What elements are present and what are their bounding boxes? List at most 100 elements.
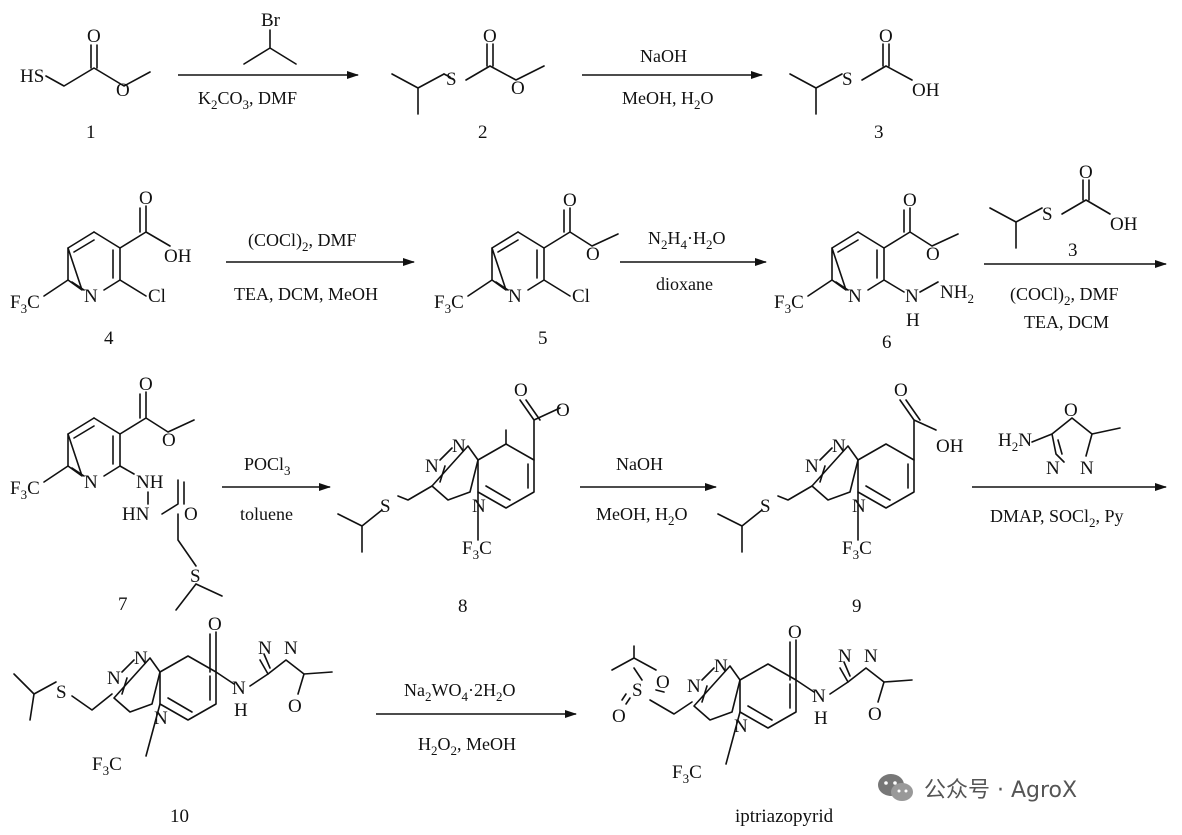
atom-o: O — [586, 244, 600, 265]
atom-o: O — [514, 380, 528, 401]
atom-o: O — [563, 190, 577, 211]
reaction-arrow-2: NaOH MeOH, H2O — [582, 46, 763, 112]
atom-o: O — [288, 696, 302, 717]
atom-o: O — [208, 614, 222, 635]
atom-o: O — [894, 380, 908, 401]
compound-iptriazopyrid: S O O N N N O N H N N O F3C iptriazopyri… — [611, 622, 913, 827]
atom-o: O — [483, 26, 497, 47]
condition-text: (COCl)2, DMF — [248, 230, 357, 254]
group-cf3: F3C — [92, 754, 122, 778]
atom-n: N — [687, 676, 701, 697]
condition-text: dioxane — [656, 274, 713, 294]
atom-s: S — [760, 496, 771, 517]
reagent-compound-3: S O OH 3 — [989, 162, 1138, 261]
reagent-label: 3 — [1068, 240, 1078, 261]
atom-o: O — [139, 188, 153, 209]
watermark: 公众号 · AgroX — [876, 768, 1077, 808]
reaction-arrow-9: Na2WO4·2H2O H2O2, MeOH — [376, 680, 577, 758]
watermark-text: 公众号 · AgroX — [924, 778, 1078, 803]
atom-n: N — [84, 472, 98, 493]
atom-o: O — [116, 80, 130, 101]
compound-5: N O O Cl F3C 5 — [434, 190, 619, 349]
reaction-arrow-3: (COCl)2, DMF TEA, DCM, MeOH — [226, 230, 415, 304]
condition-text: toluene — [240, 504, 293, 524]
atom-cl: Cl — [572, 286, 590, 307]
atom-n: N — [812, 686, 826, 707]
atom-nh: NH — [136, 472, 164, 493]
group-cf3: F3C — [10, 292, 40, 316]
atom-n: N — [134, 648, 148, 669]
atom-n: N — [508, 286, 522, 307]
compound-8: N N N O O S F3C 8 — [337, 380, 570, 617]
atom-o: O — [926, 244, 940, 265]
atom-s: S — [56, 682, 67, 703]
condition-text: K2CO3, DMF — [198, 88, 297, 112]
condition-text: MeOH, H2O — [596, 504, 688, 528]
compound-label-4: 4 — [104, 328, 114, 349]
atom-o: O — [556, 400, 570, 421]
compound-3: S O OH 3 — [789, 26, 940, 143]
atom-o: O — [139, 374, 153, 395]
compound-9: N N N O OH S F3C 9 — [717, 380, 964, 617]
compound-label-9: 9 — [852, 596, 862, 617]
condition-text: NaOH — [640, 46, 687, 66]
atom-o: O — [511, 78, 525, 99]
compound-label-6: 6 — [882, 332, 892, 353]
atom-s: S — [1042, 204, 1053, 225]
atom-n: N — [1046, 458, 1060, 479]
compound-label-1: 1 — [86, 122, 96, 143]
atom-h: H — [234, 700, 248, 721]
reaction-arrow-5: (COCl)2, DMF TEA, DCM — [984, 260, 1167, 332]
atom-n: N — [864, 646, 878, 667]
condition-text: MeOH, H2O — [622, 88, 714, 112]
atom-s: S — [842, 69, 853, 90]
reaction-arrow-4: N2H4·H2O dioxane — [620, 228, 767, 294]
compound-7: N O O NH HN O S F3C 7 — [10, 374, 223, 615]
compound-10: S N N N O N H N N O F3C 10 — [13, 614, 333, 827]
compound-label-7: 7 — [118, 594, 128, 615]
atom-s: S — [446, 69, 457, 90]
atom-o: O — [656, 672, 670, 693]
compound-label-8: 8 — [458, 596, 468, 617]
compound-label-10: 10 — [170, 806, 189, 827]
atom-br: Br — [261, 10, 281, 31]
reagent-2-bromopropane: Br — [243, 10, 297, 65]
atom-cl: Cl — [148, 286, 166, 307]
atom-o: O — [184, 504, 198, 525]
atom-o: O — [903, 190, 917, 211]
condition-text: POCl3 — [244, 454, 291, 478]
atom-o: O — [612, 706, 626, 727]
compound-label-iptriazopyrid: iptriazopyrid — [735, 806, 834, 827]
reaction-arrow-6: POCl3 toluene — [222, 454, 331, 524]
reagent-aminooxadiazole: H2N O N N — [998, 400, 1121, 479]
atom-n: N — [452, 436, 466, 457]
group-cf3: F3C — [842, 538, 872, 562]
condition-text: NaOH — [616, 454, 663, 474]
group-cf3: F3C — [462, 538, 492, 562]
group-cf3: F3C — [10, 478, 40, 502]
compound-label-3: 3 — [874, 122, 884, 143]
condition-text: H2O2, MeOH — [418, 734, 516, 758]
atom-n: N — [472, 496, 486, 517]
atom-n: N — [832, 436, 846, 457]
atom-n: N — [107, 668, 121, 689]
compound-label-5: 5 — [538, 328, 548, 349]
atom-n: N — [84, 286, 98, 307]
atom-s: S — [380, 496, 391, 517]
compound-label-2: 2 — [478, 122, 488, 143]
reaction-arrow-7: NaOH MeOH, H2O — [580, 454, 717, 528]
atom-n: N — [425, 456, 439, 477]
reaction-arrow-8: DMAP, SOCl2, Py — [972, 483, 1167, 530]
atom-n: N — [154, 708, 168, 729]
group-nh2: NH2 — [940, 282, 974, 306]
condition-text: N2H4·H2O — [648, 228, 726, 252]
atom-o: O — [788, 622, 802, 643]
reaction-arrow-1: K2CO3, DMF — [178, 71, 359, 112]
compound-2: S O O 2 — [391, 26, 545, 143]
atom-o: O — [162, 430, 176, 451]
atom-n: N — [232, 678, 246, 699]
atom-n: N — [905, 286, 919, 307]
atom-o: O — [87, 26, 101, 47]
atom-o: O — [879, 26, 893, 47]
condition-text: DMAP, SOCl2, Py — [990, 506, 1124, 530]
